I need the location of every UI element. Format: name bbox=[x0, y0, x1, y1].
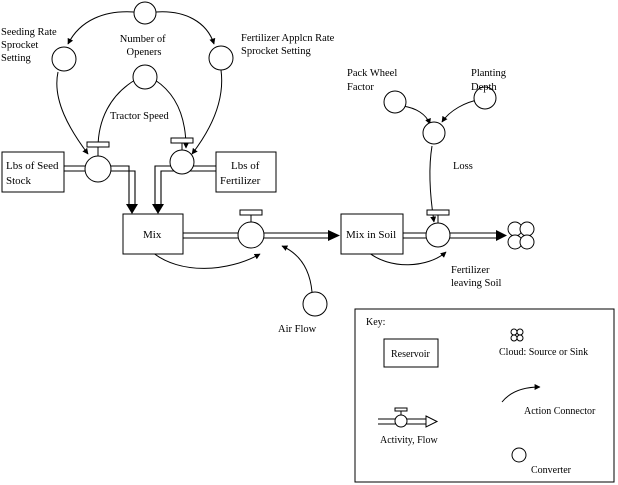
key-legend: Key: Reservoir Cloud: Source or Sink Act… bbox=[354, 308, 615, 483]
converter-planting-depth bbox=[473, 86, 497, 110]
label-air-flow: Air Flow bbox=[278, 324, 317, 335]
key-reservoir-label: Reservoir bbox=[391, 349, 431, 360]
converter-pack-wheel-factor bbox=[383, 90, 407, 114]
converter-loss bbox=[422, 121, 446, 145]
converter-tractor-speed bbox=[132, 64, 158, 90]
flow-pipe-fert-b bbox=[160, 170, 216, 206]
label-fertilizer-reservoir: Lbs of Fertilizer bbox=[220, 160, 262, 187]
label-mix-in-soil: Mix in Soil bbox=[346, 229, 396, 241]
connector-openers-to-seeding bbox=[67, 11, 135, 45]
key-cloud-icon bbox=[510, 328, 524, 342]
connector-airflow-to-valve bbox=[281, 245, 313, 293]
reservoir-mix-in-soil bbox=[340, 213, 404, 255]
converter-fertilizer-rate-sprocket bbox=[208, 45, 234, 71]
key-title: Key: bbox=[366, 317, 385, 328]
label-number-of-openers: Number of Openers bbox=[120, 34, 168, 58]
label-pack-wheel-factor: Pack Wheel Factor bbox=[347, 68, 400, 93]
key-action-connector-symbol bbox=[501, 384, 541, 403]
key-flow-symbol bbox=[378, 407, 439, 428]
connector-mix-to-valve bbox=[151, 251, 261, 269]
key-flow-label: Activity, Flow bbox=[380, 435, 438, 446]
connector-seeding-to-seedvalve bbox=[56, 71, 89, 155]
converter-air-flow bbox=[302, 291, 328, 317]
label-fertilizer-leaving-soil: Fertilizer leaving Soil bbox=[451, 265, 502, 289]
flow-arrowhead-seed bbox=[126, 204, 138, 214]
connector-openers-to-fertilizer bbox=[155, 11, 216, 45]
label-planting-depth: Planting Depth bbox=[471, 68, 509, 93]
key-reservoir-symbol bbox=[383, 338, 439, 368]
valve-seed bbox=[84, 141, 112, 183]
flow-arrowhead-mix bbox=[328, 230, 340, 241]
flow-arrowhead-fert bbox=[152, 204, 164, 214]
flow-pipe-fert-a bbox=[154, 165, 216, 206]
converter-number-of-openers bbox=[133, 1, 157, 25]
key-converter-label: Converter bbox=[531, 465, 572, 476]
connector-packwheel-to-loss bbox=[402, 105, 431, 125]
cloud-sink bbox=[507, 221, 535, 250]
valve-fertilizer bbox=[169, 137, 195, 175]
key-action-connector-label: Action Connector bbox=[524, 406, 596, 417]
reservoir-seed-stock bbox=[1, 151, 65, 193]
valve-soil bbox=[425, 209, 451, 248]
flow-arrowhead-soil bbox=[496, 230, 507, 241]
connector-depth-to-loss bbox=[441, 99, 479, 123]
label-seed-stock: Lbs of Seed Stock bbox=[6, 160, 61, 187]
label-seeding-rate-sprocket: Seeding Rate Sprocket Setting bbox=[1, 27, 59, 64]
label-mix: Mix bbox=[143, 229, 162, 241]
key-cloud-label: Cloud: Source or Sink bbox=[499, 347, 588, 358]
reservoir-mix bbox=[122, 213, 184, 255]
connector-fertsprocket-to-fertvalve bbox=[191, 69, 223, 155]
valve-mix bbox=[237, 209, 265, 249]
reservoir-fertilizer bbox=[215, 151, 277, 193]
connector-soil-to-valve bbox=[367, 251, 447, 266]
converter-seeding-rate-sprocket bbox=[51, 46, 77, 72]
key-converter-symbol bbox=[511, 447, 527, 463]
label-loss: Loss bbox=[453, 161, 473, 172]
label-tractor-speed: Tractor Speed bbox=[110, 111, 170, 122]
label-fertilizer-rate-sprocket: Fertilizer Applcn Rate Sprocket Setting bbox=[241, 33, 337, 57]
connector-speed-to-seedvalve bbox=[95, 79, 136, 149]
